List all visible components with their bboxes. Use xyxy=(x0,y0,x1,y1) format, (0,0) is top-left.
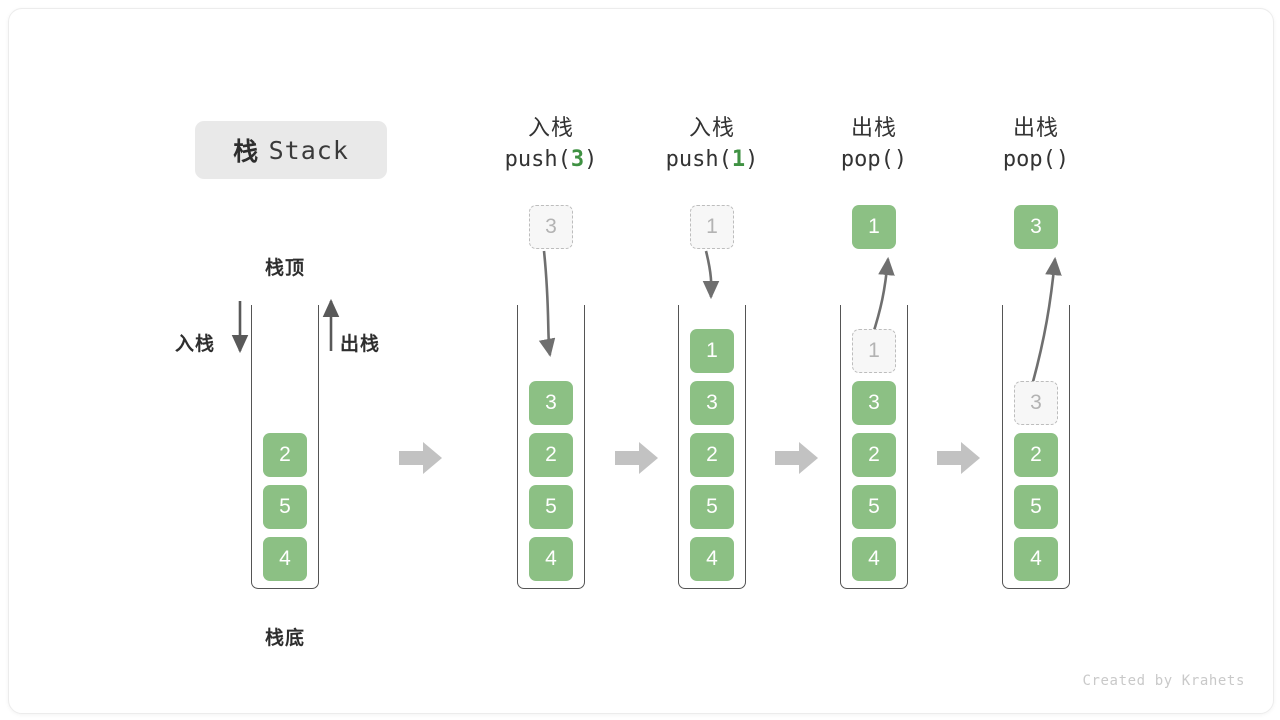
operation-code: push(1) xyxy=(652,143,772,177)
incoming-element-ghost: 3 xyxy=(529,205,573,249)
stack-element: 1 xyxy=(690,329,734,373)
stack-element: 2 xyxy=(690,433,734,477)
code-prefix: pop( xyxy=(840,147,894,172)
stage-pop-3: 出栈 pop() 3 3 2 5 4 xyxy=(976,9,1096,713)
stack-container-pop-3 xyxy=(1002,305,1070,589)
flow-arrow xyxy=(775,441,819,475)
operation-label-cn: 入栈 xyxy=(527,115,574,140)
diagram-title: 栈 Stack xyxy=(195,121,387,179)
stack-element: 2 xyxy=(529,433,573,477)
stack-element: 4 xyxy=(529,537,573,581)
popped-element: 1 xyxy=(852,205,896,249)
flow-arrow xyxy=(937,441,981,475)
code-argument: 3 xyxy=(570,147,585,172)
operation-caption: 出栈 pop() xyxy=(814,113,934,177)
stage-pop-1: 出栈 pop() 1 1 3 2 5 4 xyxy=(814,9,934,713)
operation-label-cn: 入栈 xyxy=(688,115,735,140)
code-suffix: ) xyxy=(745,147,759,172)
stage-initial: 栈顶 2 5 4 栈底 xyxy=(225,9,345,713)
code-suffix: ) xyxy=(893,147,908,172)
diagram-card: 栈 Stack 栈顶 2 5 4 栈底 xyxy=(8,8,1274,714)
stack-element: 5 xyxy=(1014,485,1058,529)
stack-element: 2 xyxy=(852,433,896,477)
credit-text: Created by Krahets xyxy=(1082,673,1245,689)
push-side-label: 入栈 xyxy=(175,334,216,355)
operation-code: pop() xyxy=(814,143,934,177)
code-prefix: pop( xyxy=(1002,147,1056,172)
popped-element: 3 xyxy=(1014,205,1058,249)
stack-element: 4 xyxy=(1014,537,1058,581)
stage-push-3: 入栈 push(3) 3 3 2 5 4 xyxy=(491,9,611,713)
operation-caption: 入栈 push(1) xyxy=(652,113,772,177)
operation-caption: 入栈 push(3) xyxy=(491,113,611,177)
stack-element: 4 xyxy=(690,537,734,581)
stack-element: 2 xyxy=(1014,433,1058,477)
stack-element: 5 xyxy=(852,485,896,529)
incoming-element-ghost: 1 xyxy=(690,205,734,249)
operation-label-cn: 出栈 xyxy=(850,115,897,140)
stage-push-1: 入栈 push(1) 1 1 3 2 5 4 xyxy=(652,9,772,713)
code-suffix: ) xyxy=(584,147,598,172)
stack-container-push-1 xyxy=(678,305,746,589)
stack-container-pop-1 xyxy=(840,305,908,589)
title-cn: 栈 xyxy=(233,138,259,166)
stack-element: 4 xyxy=(263,537,307,581)
stack-bottom-label: 栈底 xyxy=(264,628,305,649)
stack-container-push-3 xyxy=(517,305,585,589)
stack-element: 3 xyxy=(690,381,734,425)
pop-side-label: 出栈 xyxy=(340,334,381,355)
flow-arrow xyxy=(615,441,659,475)
stack-element: 2 xyxy=(263,433,307,477)
code-argument: 1 xyxy=(731,147,746,172)
operation-code: push(3) xyxy=(491,143,611,177)
stack-element: 4 xyxy=(852,537,896,581)
stack-container-initial xyxy=(251,305,319,589)
stack-element: 3 xyxy=(852,381,896,425)
flow-arrow xyxy=(399,441,443,475)
stack-element: 5 xyxy=(690,485,734,529)
operation-label-cn: 出栈 xyxy=(1012,115,1059,140)
stack-element: 5 xyxy=(529,485,573,529)
vacated-slot-ghost: 3 xyxy=(1014,381,1058,425)
title-en: Stack xyxy=(268,135,349,165)
code-prefix: push( xyxy=(504,147,571,172)
vacated-slot-ghost: 1 xyxy=(852,329,896,373)
stack-element: 5 xyxy=(263,485,307,529)
code-prefix: push( xyxy=(665,147,732,172)
stack-element: 3 xyxy=(529,381,573,425)
stack-top-label: 栈顶 xyxy=(264,258,305,279)
operation-code: pop() xyxy=(976,143,1096,177)
code-suffix: ) xyxy=(1055,147,1070,172)
operation-caption: 出栈 pop() xyxy=(976,113,1096,177)
